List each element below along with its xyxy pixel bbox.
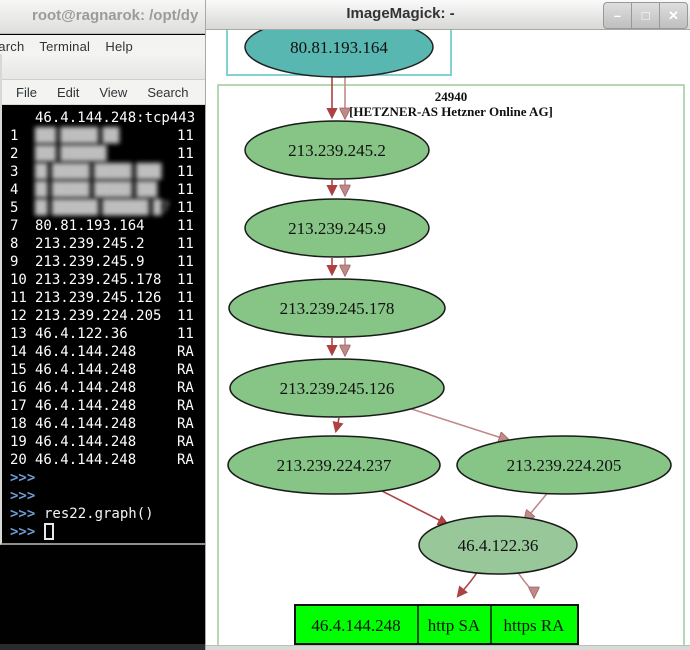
graph-node-target-hop: [418, 515, 578, 575]
menu-view[interactable]: View: [99, 84, 128, 100]
maximize-button[interactable]: □: [631, 2, 660, 29]
traceroute-graph-image[interactable]: 24940 [HETZNER-AS Hetzner Online AG]: [206, 30, 690, 645]
trace-row: 3█▌████▌████▌███11: [10, 164, 194, 180]
menu-edit[interactable]: Edit: [56, 84, 80, 100]
graph-node-label: 80.81.193.164: [290, 38, 388, 57]
graph-record-node: 46.4.144.248 http SA https RA: [294, 604, 579, 645]
menu-search[interactable]: Search: [147, 84, 189, 100]
graph-node-hop: [244, 198, 430, 258]
as-cluster-name: [HETZNER-AS Hetzner Online AG]: [349, 104, 553, 119]
graph-node-hop: [244, 120, 430, 180]
graph-node-hop: [456, 435, 672, 495]
imagemagick-bottom-edge: [206, 645, 690, 650]
window-controls: – □ ✕: [603, 2, 688, 29]
terminal-cursor: [44, 522, 54, 540]
graph-edges: [326, 64, 551, 596]
minimize-button[interactable]: –: [603, 2, 632, 29]
background-window-menubar: Search Terminal Help: [0, 35, 205, 56]
graph-node-hop: [227, 435, 441, 495]
close-button[interactable]: ✕: [659, 2, 688, 29]
graph-node-label: 213.239.224.205: [507, 456, 622, 475]
imagemagick-titlebar[interactable]: ImageMagick: - – □ ✕: [206, 0, 690, 30]
graph-node-label: 213.239.245.9: [288, 219, 386, 238]
graph-node-source: [244, 30, 434, 78]
background-menu-fragment: Search Terminal Help: [0, 39, 133, 54]
menu-file[interactable]: File: [16, 84, 37, 100]
prompt-line: >>>: [10, 488, 36, 504]
as-cluster-box: [217, 84, 685, 645]
prompt-line-active: >>>: [2, 522, 690, 541]
traceroute-graph-svg: 24940 [HETZNER-AS Hetzner Online AG]: [217, 30, 685, 645]
imagemagick-title: ImageMagick: -: [346, 5, 455, 22]
graph-node-label: 213.239.245.2: [288, 141, 386, 160]
graph-node-label: 213.239.224.237: [277, 456, 392, 475]
as-cluster-asn: 24940: [435, 89, 468, 104]
trace-header: 46.4.144.248:tcp443: [35, 110, 196, 126]
graph-node-label: 213.239.245.178: [280, 299, 395, 318]
imagemagick-window: ImageMagick: - – □ ✕: [205, 0, 690, 650]
background-terminal-area: [0, 545, 205, 650]
record-cell-https: https RA: [504, 616, 566, 635]
trace-row: 2██▌█████▌11: [10, 146, 194, 162]
graph-node-hop: [228, 278, 446, 338]
graph-node-hop: [229, 358, 445, 418]
prompt-line: >>>: [10, 470, 36, 486]
command-line: >>>res22.graph(): [10, 506, 154, 522]
trace-row: 4█▌████▌████▌██▌11: [10, 182, 194, 198]
screen-bottom-edge: [0, 644, 205, 650]
graph-node-label: 46.4.122.36: [458, 536, 539, 555]
graph-node-label: 213.239.245.126: [280, 379, 395, 398]
record-cell-target-ip: 46.4.144.248: [311, 616, 400, 635]
background-window-title: root@ragnarok: /opt/dy: [32, 7, 199, 24]
record-cell-http: http SA: [428, 616, 481, 635]
trace-row: 1██▌████▌██11: [10, 128, 194, 144]
